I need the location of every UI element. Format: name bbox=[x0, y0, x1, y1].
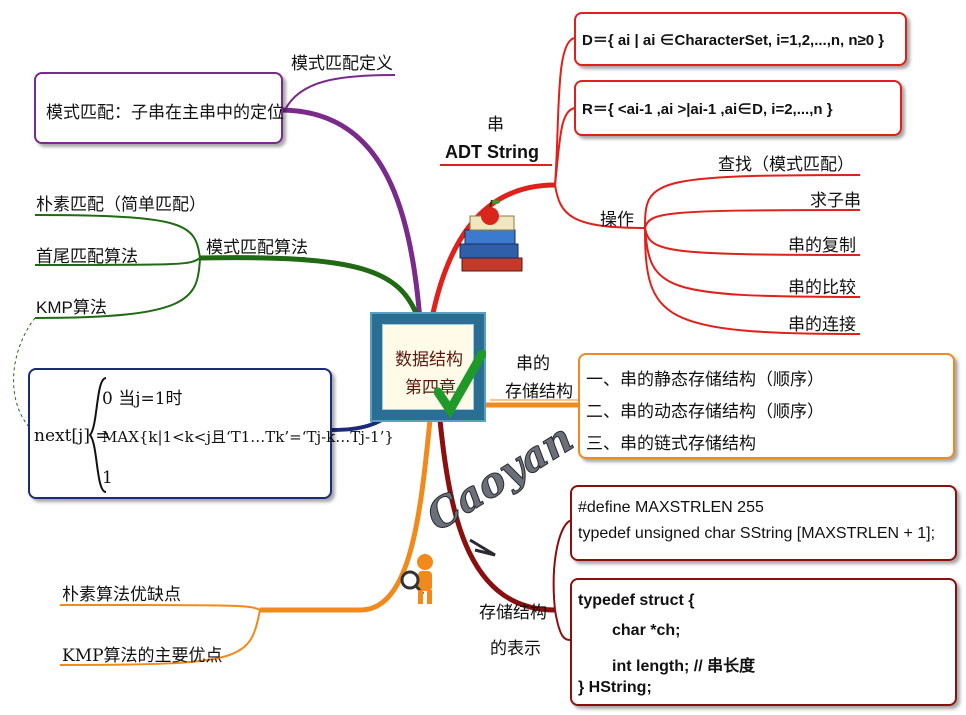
search-person-icon bbox=[400, 554, 433, 604]
code-line-length: int length; // 串长度 bbox=[612, 658, 756, 675]
purple-branch bbox=[279, 107, 423, 321]
ops-branch-label: 操作 bbox=[600, 210, 634, 230]
definition-box: 模式匹配：子串在主串中的定位 bbox=[34, 72, 284, 144]
next-formula-case3: 1 bbox=[102, 468, 113, 488]
dashed-connector bbox=[13, 317, 36, 429]
red-ops-top bbox=[644, 174, 861, 229]
op-search: 查找（模式匹配） bbox=[718, 155, 854, 175]
op-copy: 串的复制 bbox=[788, 236, 856, 256]
d-definition-text: D＝{ ai | ai ∈CharacterSet, i=1,2,...,n, … bbox=[582, 32, 885, 49]
algorithms-branch-label: 模式匹配算法 bbox=[206, 238, 308, 258]
storage-item-3: 三、串的链式存储结构 bbox=[586, 434, 756, 454]
algorithm-naive: 朴素匹配（简单匹配） bbox=[36, 195, 206, 215]
algorithm-head-tail: 首尾匹配算法 bbox=[36, 247, 138, 267]
red-ops-3 bbox=[644, 227, 861, 256]
green-sub-top bbox=[34, 214, 201, 259]
op-concat: 串的连接 bbox=[788, 315, 856, 335]
green-branch bbox=[199, 255, 421, 319]
center-title: 数据结构 bbox=[395, 350, 463, 370]
orange-sub-top bbox=[59, 604, 261, 611]
storage-branch-label-1: 串的 bbox=[516, 354, 550, 374]
orange-sub-bot bbox=[59, 609, 261, 666]
central-topic: 数据结构 第四章 bbox=[370, 312, 486, 422]
sstring-code-box: #define MAXSTRLEN 255 typedef unsigned c… bbox=[570, 485, 957, 561]
code-line-typedef: typedef unsigned char SString [MAXSTRLEN… bbox=[578, 525, 936, 542]
central-topic-card: 数据结构 第四章 bbox=[382, 324, 474, 410]
purple-label-underline bbox=[284, 74, 396, 111]
op-compare: 串的比较 bbox=[788, 278, 856, 298]
definition-text: 模式匹配：子串在主串中的定位 bbox=[46, 103, 284, 123]
green-sub-bot bbox=[34, 257, 201, 319]
repr-branch-label-2: 的表示 bbox=[490, 639, 541, 659]
definition-branch-label: 模式匹配定义 bbox=[291, 54, 393, 74]
code-line-struct: typedef struct { bbox=[578, 592, 695, 609]
books-apple-icon bbox=[459, 199, 523, 272]
d-definition-box: D＝{ ai | ai ∈CharacterSet, i=1,2,...,n, … bbox=[574, 12, 907, 66]
hstring-code-box: typedef struct { char *ch; int length; /… bbox=[570, 578, 957, 706]
red-ops-4 bbox=[644, 227, 861, 298]
r-definition-text: R＝{ <ai-1 ,ai >|ai-1 ,ai∈D, i=2,...,n } bbox=[582, 101, 833, 118]
red-to-r bbox=[554, 107, 576, 186]
pros-cons-kmp: KMP算法的主要优点 bbox=[62, 646, 223, 666]
storage-item-1: 一、串的静态存储结构（顺序） bbox=[586, 370, 824, 390]
next-formula-case2: MAX{k|1<k<j且‘T1…Tk’=‘Tj-k…Tj-1’} bbox=[102, 428, 394, 446]
algorithm-kmp: KMP算法 bbox=[36, 298, 107, 317]
code-line-close: } HString; bbox=[578, 679, 652, 696]
pros-cons-naive: 朴素算法优缺点 bbox=[62, 585, 181, 605]
storage-box: 一、串的静态存储结构（顺序） 二、串的动态存储结构（顺序） 三、串的链式存储结构 bbox=[578, 353, 955, 459]
storage-branch-label-2: 存储结构 bbox=[505, 382, 573, 402]
maroon-branch bbox=[437, 419, 556, 613]
r-definition-box: R＝{ <ai-1 ,ai >|ai-1 ,ai∈D, i=2,...,n } bbox=[574, 80, 902, 136]
red-ops-5 bbox=[644, 227, 861, 335]
code-line-ch: char *ch; bbox=[612, 622, 681, 639]
storage-item-2: 二、串的动态存储结构（顺序） bbox=[586, 402, 824, 422]
adt-label-top: 串 bbox=[487, 115, 504, 135]
maroon-sub-top bbox=[552, 519, 573, 611]
brace-icon bbox=[88, 377, 107, 493]
red-to-ops bbox=[554, 184, 646, 229]
repr-branch-label-1: 存储结构 bbox=[479, 603, 547, 623]
next-formula-box: next[j] = 0 当j=1时 MAX{k|1<k<j且‘T1…Tk’=‘T… bbox=[28, 368, 394, 499]
checkmark-icon bbox=[434, 350, 486, 419]
adt-label: ADT String bbox=[445, 142, 539, 162]
next-formula-lhs: next[j] = bbox=[34, 426, 110, 446]
orange-branch-left bbox=[260, 419, 433, 613]
next-formula-case1: 0 当j=1时 bbox=[102, 389, 183, 409]
red-ops-2 bbox=[644, 209, 861, 229]
code-line-define: #define MAXSTRLEN 255 bbox=[578, 499, 764, 516]
green-sub-mid bbox=[34, 257, 201, 266]
op-substring: 求子串 bbox=[810, 191, 861, 211]
